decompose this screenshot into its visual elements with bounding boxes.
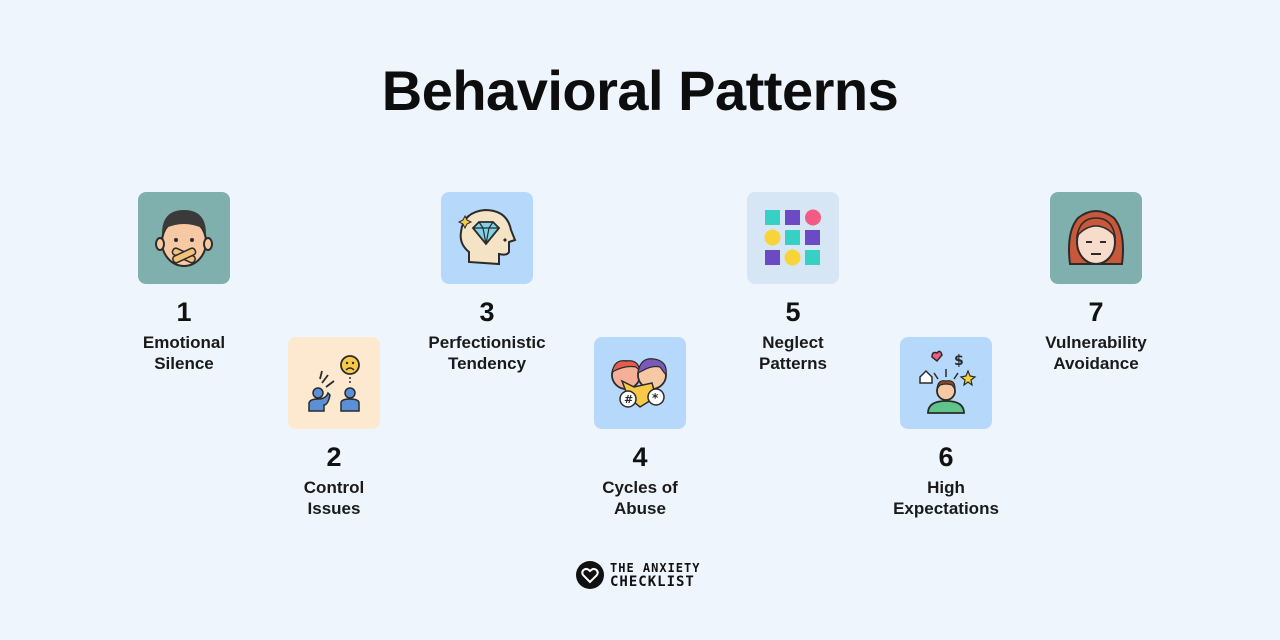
pattern-number: 2 [326,442,342,472]
pattern-number: 6 [938,442,954,472]
heart-logo-icon [576,561,604,589]
brand-name: THE ANXIETY CHECKLIST [610,561,700,589]
pattern-number: 1 [176,297,192,327]
brand-line-2: CHECKLIST [610,574,695,590]
sad-woman-icon [1050,192,1142,284]
pattern-number: 3 [479,297,495,327]
brand-line-1: THE ANXIETY [610,561,701,575]
arguing-people-icon [288,337,380,429]
diamond-head-icon [441,192,533,284]
color-grid-icon [747,192,839,284]
silenced-face-icon [138,192,230,284]
svg-text:$: $ [954,353,964,369]
pattern-number: 7 [1088,297,1104,327]
svg-text:#: # [624,393,633,406]
svg-text:*: * [652,391,659,405]
stressed-person-icon: $ [900,337,992,429]
page-title: Behavioral Patterns [381,59,899,122]
pattern-number: 5 [785,297,801,327]
brand-logo: THE ANXIETY CHECKLIST [576,560,700,590]
pattern-number: 4 [632,442,648,472]
angry-faces-icon: # * [594,337,686,429]
